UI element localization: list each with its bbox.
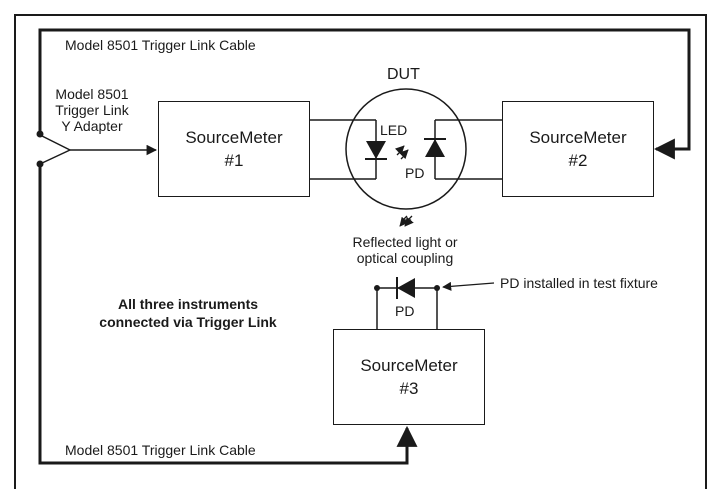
y-adapter-top-node: [36, 130, 44, 138]
y-adapter-bottom-node: [36, 160, 44, 168]
dut-pd-symbol: [424, 138, 446, 157]
trigger-link-note: All three instruments connected via Trig…: [88, 295, 288, 331]
sourcemeter-2-number: #2: [568, 151, 588, 170]
diagram-frame: [14, 14, 707, 489]
sourcemeter-3-name: SourceMeter: [360, 356, 458, 375]
sourcemeter-1-box: SourceMeter #1: [158, 101, 310, 197]
sourcemeter-1-number: #1: [224, 151, 244, 170]
sourcemeter-3-number: #3: [399, 379, 419, 398]
fixture-pd-label: PD: [395, 303, 415, 319]
fixture-node-right: [434, 285, 440, 291]
top-cable-label: Model 8501 Trigger Link Cable: [65, 37, 256, 53]
light-arrows-icon: [394, 145, 409, 160]
reflected-light-line2: optical coupling: [356, 250, 454, 266]
fixture-pointer-arrow: [442, 281, 495, 291]
reflected-light-label: Reflected light or optical coupling: [330, 234, 480, 266]
fixture-pd-symbol: [396, 277, 415, 299]
led-label: LED: [380, 122, 408, 138]
y-adapter-label-line1: Model 8501: [55, 86, 129, 102]
sourcemeter-2-box: SourceMeter #2: [502, 101, 654, 197]
reflected-light-line1: Reflected light or: [352, 234, 458, 250]
dut-label: DUT: [387, 66, 420, 83]
y-adapter-label: Model 8501 Trigger Link Y Adapter: [48, 86, 136, 134]
sourcemeter-2-name: SourceMeter: [529, 128, 627, 147]
reflected-light-arrows-icon: [399, 215, 414, 227]
dut-pd-label: PD: [405, 165, 425, 181]
led-symbol: [365, 141, 387, 160]
bottom-trigger-cable: [38, 164, 418, 465]
trigger-link-note-line2: connected via Trigger Link: [99, 314, 277, 330]
trigger-link-note-line1: All three instruments: [117, 296, 259, 312]
fixture-node-left: [374, 285, 380, 291]
sourcemeter-1-name: SourceMeter: [185, 128, 283, 147]
y-adapter-label-line2: Trigger Link: [55, 102, 129, 118]
dut-circle: [345, 88, 467, 210]
bottom-cable-label: Model 8501 Trigger Link Cable: [65, 442, 256, 458]
fixture-note-label: PD installed in test fixture: [500, 275, 658, 291]
y-adapter-label-line3: Y Adapter: [61, 118, 123, 134]
sourcemeter-3-box: SourceMeter #3: [333, 329, 485, 425]
y-adapter: [39, 134, 158, 165]
top-trigger-cable: [38, 28, 691, 160]
